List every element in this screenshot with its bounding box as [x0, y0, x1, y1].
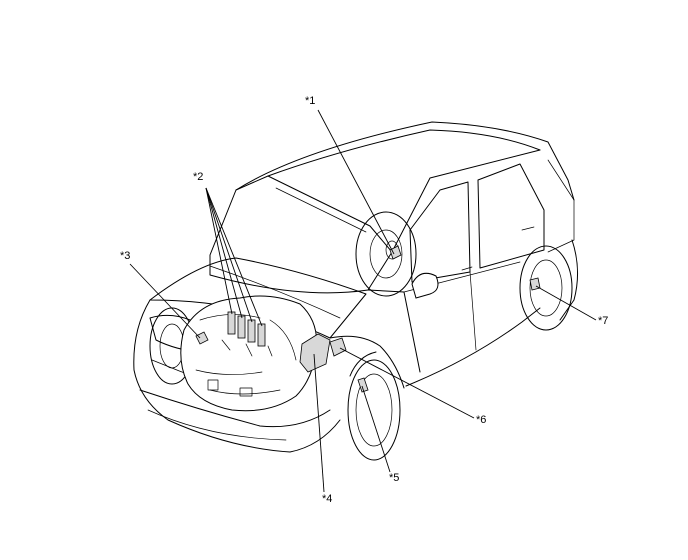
front-wheel: [347, 351, 401, 461]
leader-2d: [205, 187, 263, 327]
leader-6: [339, 347, 475, 419]
rear-sensor-part: [529, 277, 541, 291]
relay-part: [329, 337, 347, 357]
center-part: [389, 245, 402, 260]
leader-1: [317, 109, 395, 255]
callout-leaders: [129, 109, 597, 493]
callout-label-1: *1: [305, 95, 316, 107]
leader-3: [129, 263, 201, 339]
callout-label-3: *3: [120, 250, 131, 262]
leader-2b: [205, 187, 243, 319]
ecm-part: [299, 333, 331, 373]
callout-label-7: *7: [598, 315, 609, 327]
leader-4: [313, 353, 325, 493]
callout-label-4: *4: [322, 493, 333, 505]
spare-wheel-cutaway: [355, 211, 417, 297]
callout-label-5: *5: [389, 472, 400, 484]
car-body: [133, 121, 578, 453]
callout-label-6: *6: [476, 414, 487, 426]
leader-2a: [205, 187, 233, 315]
crank-sensor-part: [195, 331, 209, 345]
engine-assembly: [180, 295, 318, 412]
callout-label-2: *2: [193, 171, 204, 183]
leader-2c: [205, 187, 253, 323]
rear-wheel: [519, 245, 573, 331]
leader-5: [361, 385, 391, 473]
front-sensor-part: [357, 377, 369, 393]
leader-7: [535, 285, 597, 321]
